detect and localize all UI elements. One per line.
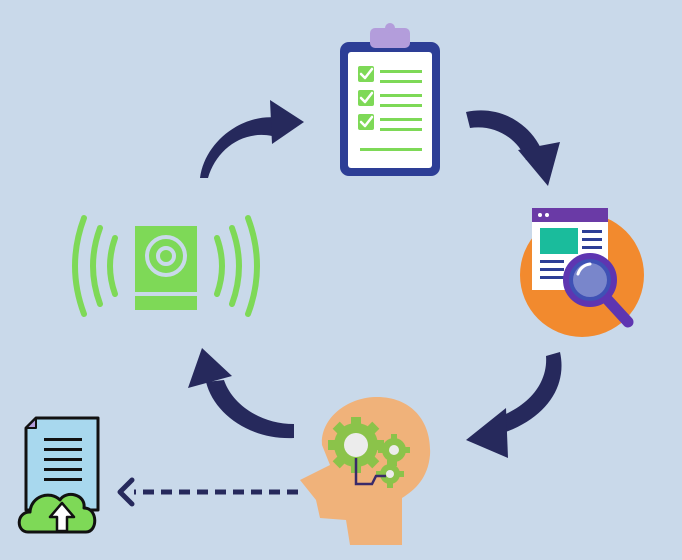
arrow-checklist-to-research: [466, 110, 560, 186]
head-gears-icon: [300, 396, 431, 545]
webpage-magnifier-icon: [520, 208, 644, 337]
arrow-broadcast-to-checklist: [200, 100, 304, 178]
arrow-analyze-to-broadcast: [188, 348, 294, 439]
arrow-analyze-to-export-dashed: [117, 477, 298, 507]
arrow-research-to-analyze: [466, 352, 562, 458]
clipboard-checklist-icon: [340, 23, 440, 176]
document-cloud-upload-icon: [17, 416, 100, 534]
speaker-signal-icon: [72, 215, 260, 317]
